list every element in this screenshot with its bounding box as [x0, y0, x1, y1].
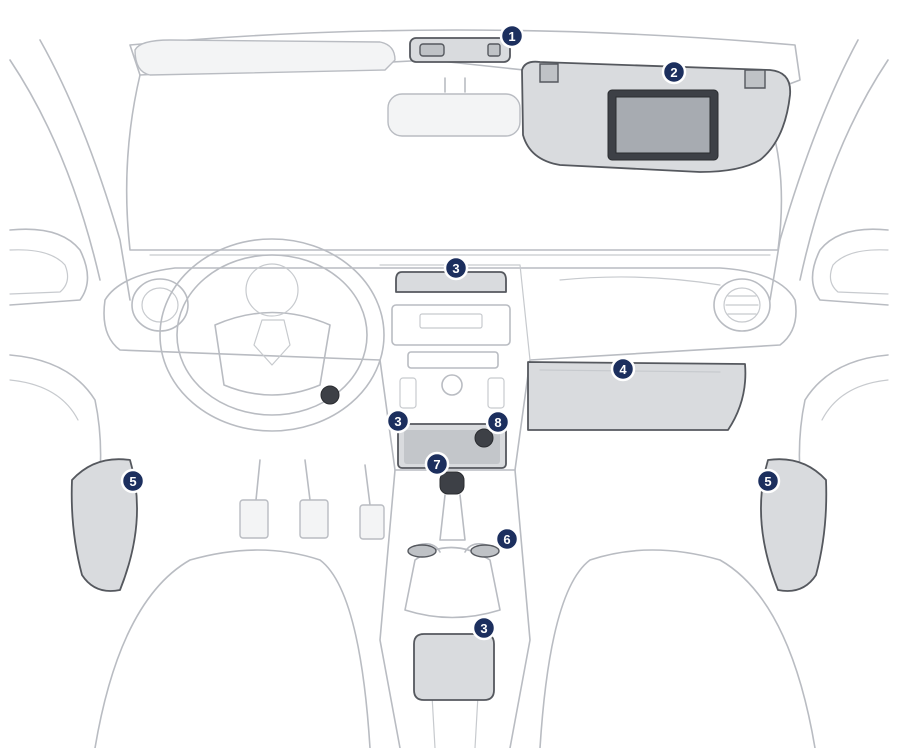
power-socket: [474, 428, 494, 448]
left-door-pocket: [70, 458, 138, 592]
marker-4: 4: [610, 356, 636, 382]
gear-knob-holder: [439, 471, 465, 495]
centre-console: [379, 469, 531, 748]
marker-3-console: 3: [385, 408, 411, 434]
svg-text:3: 3: [394, 414, 401, 429]
svg-text:3: 3: [480, 621, 487, 636]
pedals: [239, 459, 385, 540]
marker-5-left: 5: [120, 468, 146, 494]
marker-6: 6: [494, 526, 520, 552]
rear-view-mirror: [387, 77, 521, 137]
svg-text:5: 5: [764, 474, 771, 489]
marker-7: 7: [424, 451, 450, 477]
marker-8: 8: [485, 409, 511, 435]
left-sun-visor: [134, 39, 396, 76]
svg-text:3: 3: [452, 261, 459, 276]
svg-text:1: 1: [508, 29, 515, 44]
cup-holders: [407, 544, 500, 558]
svg-text:6: 6: [503, 532, 510, 547]
passenger-sun-visor: [521, 60, 792, 173]
glovebox: [527, 361, 747, 431]
rear-console-storage: [413, 633, 495, 701]
seats: [94, 549, 816, 748]
marker-1: 1: [499, 23, 525, 49]
right-air-vent: [713, 278, 771, 332]
marker-5-right: 5: [755, 468, 781, 494]
svg-text:4: 4: [619, 362, 627, 377]
svg-text:2: 2: [670, 65, 677, 80]
svg-text:8: 8: [494, 415, 501, 430]
steering-wheel: [159, 238, 385, 432]
marker-2: 2: [661, 59, 687, 85]
svg-text:7: 7: [433, 457, 440, 472]
marker-3-upper: 3: [443, 255, 469, 281]
marker-3-rear: 3: [471, 615, 497, 641]
svg-text:5: 5: [129, 474, 136, 489]
left-air-vent: [131, 278, 189, 332]
upper-dashboard-storage: [395, 271, 507, 293]
courtesy-lamp: [409, 37, 511, 63]
dashboard: [103, 264, 797, 471]
radio-unit: [391, 304, 511, 409]
right-door-pocket: [760, 458, 828, 592]
